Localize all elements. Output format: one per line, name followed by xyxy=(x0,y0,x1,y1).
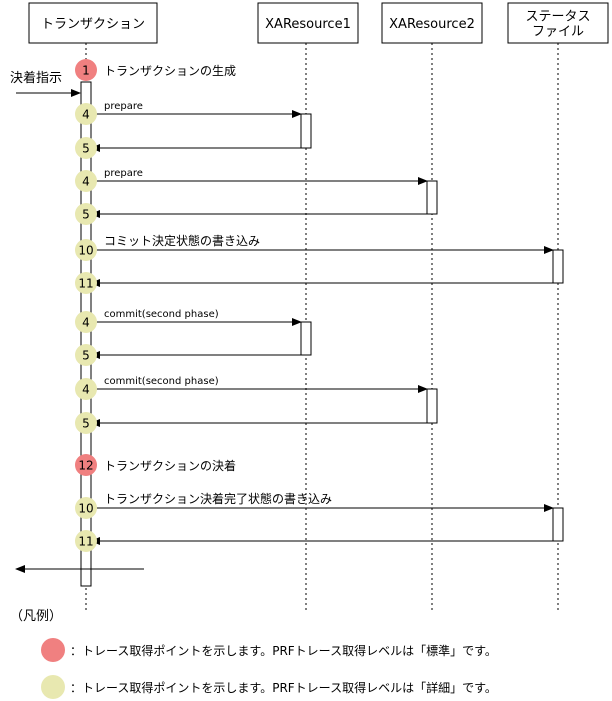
trace-point-circle xyxy=(75,103,97,125)
legend-text: ：トレース取得ポイントを示します。PRFトレース取得レベルは「標準」です。 xyxy=(70,643,497,658)
trace-point: 5 xyxy=(75,344,97,366)
trace-point: 5 xyxy=(75,203,97,225)
trace-point-circle xyxy=(75,530,97,552)
participant-label: トランザクション xyxy=(41,17,145,32)
trace-point-circle xyxy=(75,412,97,434)
trace-point-circle xyxy=(75,272,97,294)
activation-bar-xa1 xyxy=(300,113,312,149)
trace-point-circle xyxy=(75,378,97,400)
trace-point: 5 xyxy=(75,412,97,434)
legend-title: （凡例） xyxy=(10,609,62,624)
message-label: トランザクション決着完了状態の書き込み xyxy=(104,491,332,506)
trace-point-circle xyxy=(75,239,97,261)
trace-point: 11 xyxy=(75,272,97,294)
trace-point-number: 4 xyxy=(82,383,90,397)
trace-point: 4 xyxy=(75,311,97,333)
message-label: commit(second phase) xyxy=(104,376,219,387)
trace-point-number: 5 xyxy=(82,417,90,431)
trace-point: 4 xyxy=(75,103,97,125)
external-label: 決着指示 xyxy=(10,70,62,86)
trace-point-number: 10 xyxy=(78,502,93,516)
trace-point-circle xyxy=(75,497,97,519)
step-label: トランザクションの生成 xyxy=(104,64,236,78)
trace-point-number: 11 xyxy=(78,535,93,549)
trace-point: 12 xyxy=(75,454,97,476)
legend-swatch xyxy=(41,675,65,699)
activation-bar-xa1 xyxy=(300,321,312,356)
participant-label: XAResource2 xyxy=(389,17,475,32)
message-label: prepare xyxy=(104,101,143,112)
participant-box xyxy=(257,2,359,44)
trace-point-number: 4 xyxy=(82,316,90,330)
trace-point: 4 xyxy=(75,378,97,400)
trace-point: 1 xyxy=(75,59,97,81)
participant-box xyxy=(381,2,483,44)
participant-box xyxy=(28,2,158,44)
activation-bar-st xyxy=(552,507,564,542)
legend-item: ：トレース取得ポイントを示します。PRFトレース取得レベルは「詳細」です。 xyxy=(41,675,497,699)
participant-box xyxy=(507,2,609,44)
trace-point-circle xyxy=(75,454,97,476)
trace-point-number: 12 xyxy=(78,459,93,473)
legend-text: ：トレース取得ポイントを示します。PRFトレース取得レベルは「詳細」です。 xyxy=(70,680,497,695)
trace-point-number: 5 xyxy=(82,349,90,363)
trace-point-number: 10 xyxy=(78,244,93,258)
trace-point-number: 1 xyxy=(82,64,90,78)
activation-bar-xa2 xyxy=(426,180,438,215)
trace-point-circle xyxy=(75,137,97,159)
participant-tx: トランザクション xyxy=(28,2,158,612)
message-label: prepare xyxy=(104,168,143,179)
message-label: コミット決定状態の書き込み xyxy=(104,233,260,248)
participant-label: XAResource1 xyxy=(265,17,351,32)
trace-point: 4 xyxy=(75,170,97,192)
trace-point-number: 11 xyxy=(78,277,93,291)
legend-swatch xyxy=(41,638,65,662)
trace-point: 5 xyxy=(75,137,97,159)
trace-point-number: 5 xyxy=(82,208,90,222)
step-label: トランザクションの決着 xyxy=(104,458,236,473)
participant-xa1: XAResource1 xyxy=(257,2,359,612)
activation-bar-xa2 xyxy=(426,388,438,424)
participant-label: ステータス xyxy=(525,10,590,25)
trace-point-circle xyxy=(75,59,97,81)
trace-point: 11 xyxy=(75,530,97,552)
trace-point: 10 xyxy=(75,497,97,519)
activation-bar-st xyxy=(552,249,564,284)
trace-point-circle xyxy=(75,311,97,333)
legend-item: ：トレース取得ポイントを示します。PRFトレース取得レベルは「標準」です。 xyxy=(41,638,497,662)
message-label: commit(second phase) xyxy=(104,309,219,320)
trace-point-circle xyxy=(75,344,97,366)
participant-label: ファイル xyxy=(532,25,584,40)
trace-point-circle xyxy=(75,203,97,225)
activation-bar-transaction xyxy=(80,81,92,587)
participant-xa2: XAResource2 xyxy=(381,2,483,612)
trace-point-number: 4 xyxy=(82,108,90,122)
trace-point-number: 4 xyxy=(82,175,90,189)
trace-point-number: 5 xyxy=(82,142,90,156)
trace-point-circle xyxy=(75,170,97,192)
trace-point: 10 xyxy=(75,239,97,261)
